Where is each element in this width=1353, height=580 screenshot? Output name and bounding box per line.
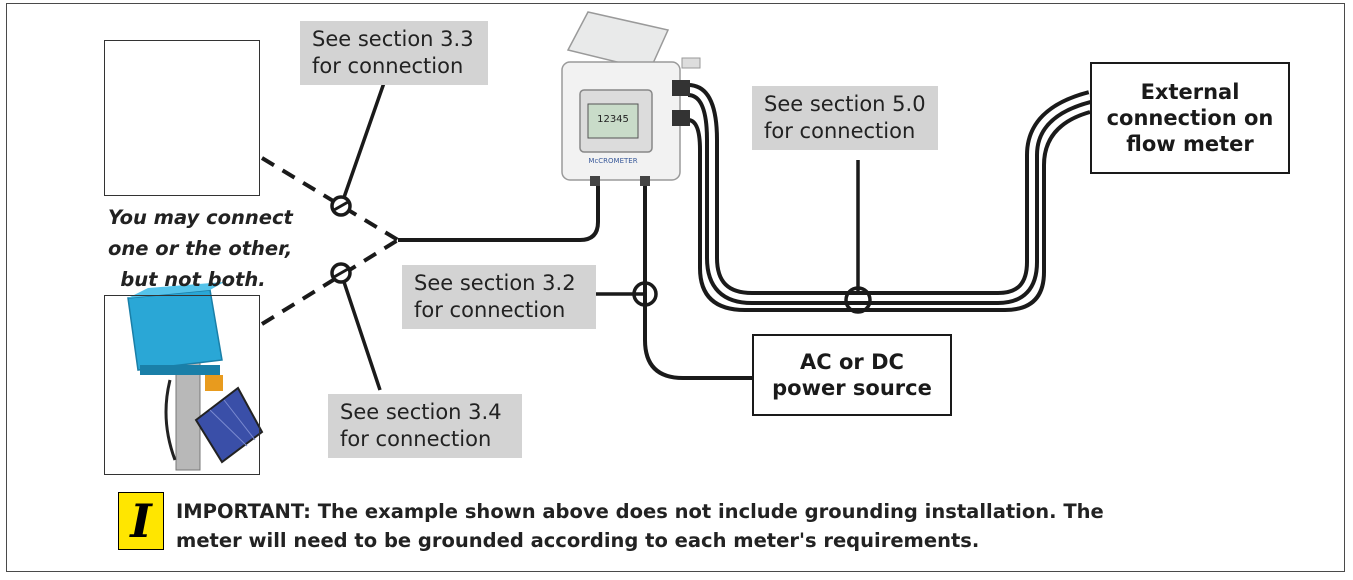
leader-3-3 [339, 79, 387, 207]
sensor-choice-note: You may connect one or the other, but no… [108, 202, 293, 295]
important-notice: IMPORTANT: The example shown above does … [176, 497, 1104, 555]
sensor-note-line-2: one or the other, [108, 237, 293, 260]
sensor-note-line-1: You may connect [108, 206, 293, 229]
external-cable-inner-a [687, 87, 1091, 301]
power-cable [643, 185, 752, 380]
callout-section-3-2: See section 3.2 for connection [402, 265, 596, 329]
callout-3-4-line-2: for connection [340, 427, 492, 451]
callout-section-3-4: See section 3.4 for connection [328, 394, 522, 458]
meter-brand: McCROMETER [588, 157, 637, 165]
connection-marker-3-4-slash [333, 267, 349, 279]
external-connection-box: External connection on flow meter [1090, 62, 1290, 174]
external-cable-b [687, 110, 1091, 312]
sensor-top-photo-frame [104, 40, 260, 196]
sensor-bottom-illustration [127, 282, 264, 471]
meter-enclosure: 12345 McCROMETER [561, 11, 701, 186]
connection-marker-3-2 [632, 281, 658, 307]
external-box-line-1: External [1140, 80, 1240, 104]
callout-section-5-0: See section 5.0 for connection [752, 86, 938, 150]
sensor-note-line-3: but not both. [120, 268, 266, 291]
sensor-bottom-photo-frame [104, 295, 260, 475]
external-box-line-3: flow meter [1126, 132, 1254, 156]
callout-section-3-3: See section 3.3 for connection [300, 21, 488, 85]
leader-3-4 [339, 272, 382, 391]
callout-3-2-line-1: See section 3.2 [414, 271, 576, 295]
important-line-2: meter will need to be grounded according… [176, 529, 980, 552]
callout-3-3-line-1: See section 3.3 [312, 27, 474, 51]
important-line-1: IMPORTANT: The example shown above does … [176, 500, 1104, 523]
connection-marker-3-3-slash [333, 200, 349, 212]
important-icon: I [118, 492, 164, 550]
power-box-line-2: power source [772, 376, 932, 400]
power-source-box: AC or DC power source [752, 334, 952, 416]
dashed-line-top-sensor [260, 156, 400, 242]
sensor-to-meter-cable [398, 165, 600, 242]
power-box-line-1: AC or DC [800, 350, 904, 374]
callout-5-0-line-1: See section 5.0 [764, 92, 926, 116]
callout-3-4-line-1: See section 3.4 [340, 400, 502, 424]
callout-3-2-line-2: for connection [414, 298, 566, 322]
external-box-line-2: connection on [1106, 106, 1274, 130]
callout-5-0-line-2: for connection [764, 119, 916, 143]
meter-display-value: 12345 [597, 114, 629, 125]
connection-marker-5-0 [844, 286, 872, 314]
callout-3-3-line-2: for connection [312, 54, 464, 78]
dashed-line-bottom-sensor [260, 238, 400, 326]
